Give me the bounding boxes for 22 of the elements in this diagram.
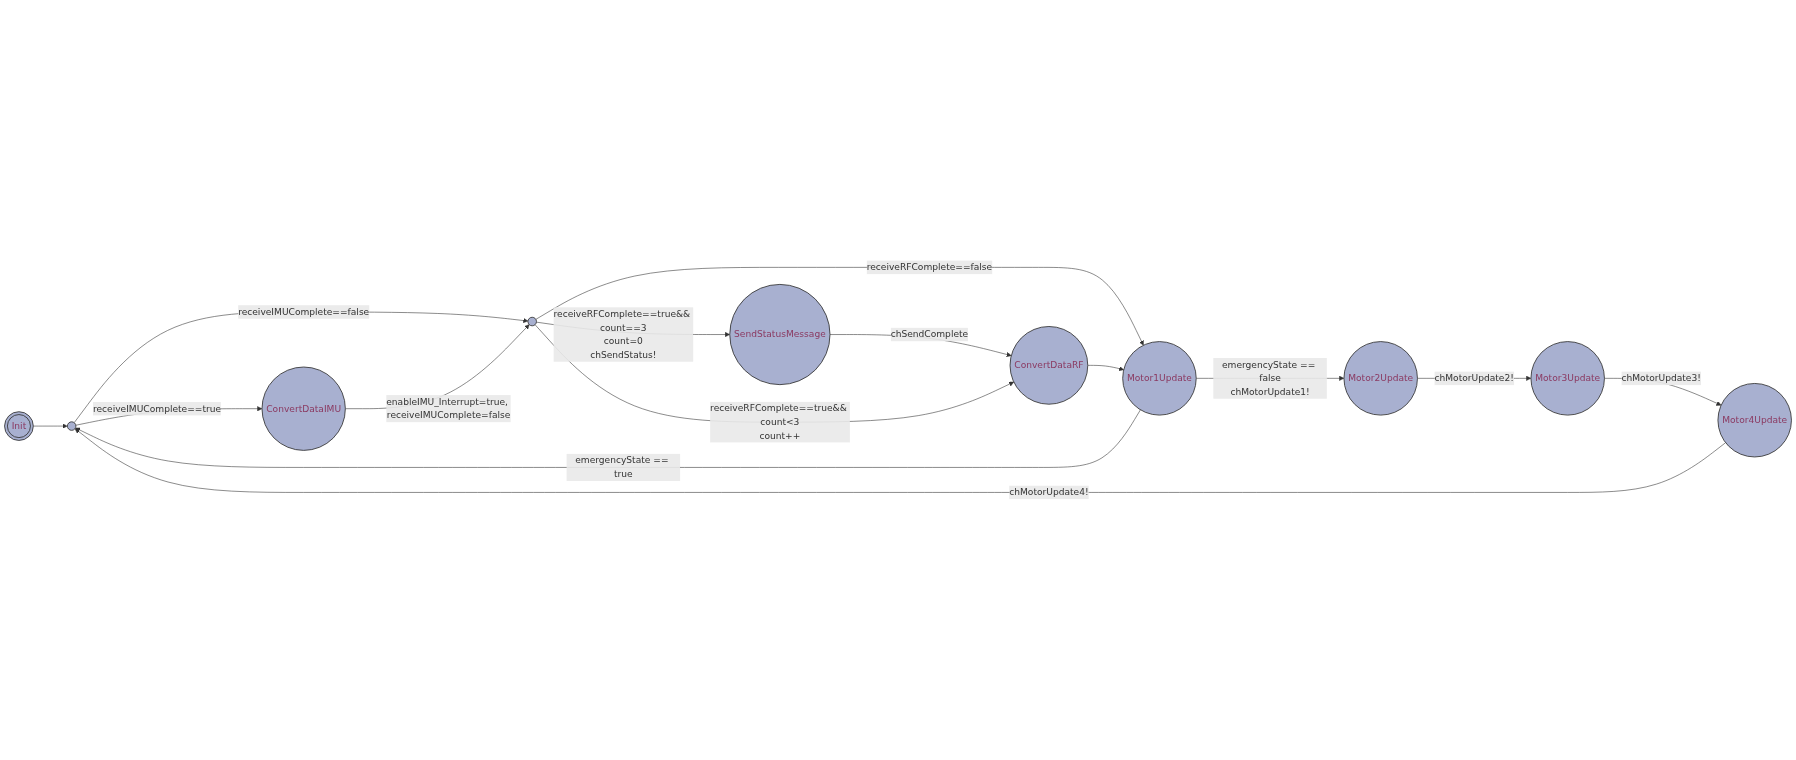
edge-label: enableIMU_Interrupt=true, receiveIMUComplete=false [386,396,511,421]
node-circle: Motor2Update [1343,341,1418,416]
edge-label: receiveIMUComplete==false [238,306,370,318]
edge-label: chMotorUpdate3! [1621,372,1701,384]
edge-label: receiveIMUComplete==true [92,403,222,414]
edge-label: receiveRFComplete==false [866,261,993,273]
edge-label: count=0 [603,335,643,347]
node-circle: SendStatusMessage [729,284,831,386]
edge-label: chSendStatus! [590,349,657,361]
node-circle [66,421,77,431]
node-circle: Motor4Update [1717,383,1792,458]
edge-label: emergencyState == true [575,455,669,480]
edge-label: chSendComplete [890,328,969,340]
edge-label: chMotorUpdate4! [1009,486,1089,498]
node-circle: ConvertDataRF [1009,326,1089,405]
node-circle [527,316,537,327]
node-circle: Motor3Update [1530,341,1605,416]
node-circle: Motor1Update [1122,341,1197,416]
edge-label: chMotorUpdate2! [1434,372,1514,384]
edge-label: chMotorUpdate1! [1230,386,1310,398]
edge-label: count++ [759,430,801,441]
node-circle: ConvertDataIMU [261,366,346,451]
